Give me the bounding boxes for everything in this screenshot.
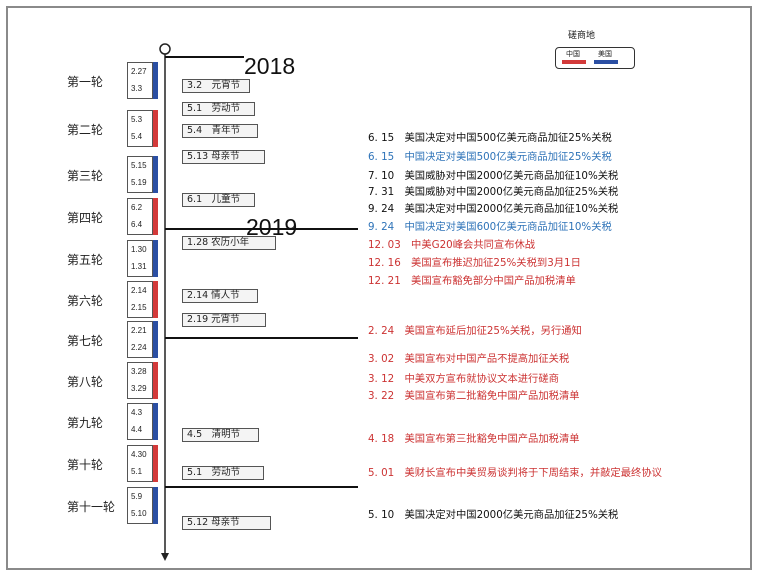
round-date-box: 2.27 3.3 xyxy=(127,62,153,99)
event-item: 3. 02 美国宣布对中国产品不提高加征关税 xyxy=(368,353,570,365)
event-item: 12. 21 美国宣布豁免部分中国产品加税清单 xyxy=(368,275,576,287)
timeline-start-marker xyxy=(159,43,171,55)
host-color-bar-usa xyxy=(153,156,158,193)
event-item: 9. 24 美国决定对中国2000亿美元商品加征10%关税 xyxy=(368,203,619,215)
event-item: 7. 31 美国威胁对中国2000亿美元商品加征25%关税 xyxy=(368,186,619,198)
round-start-date: 2.21 xyxy=(131,326,147,335)
round-date-box: 4.3 4.4 xyxy=(127,403,153,440)
round-label: 第九轮 xyxy=(67,416,104,430)
legend-title: 磋商地 xyxy=(568,31,596,41)
legend-swatch-china xyxy=(562,60,586,64)
round-end-date: 3.3 xyxy=(131,84,143,93)
event-item: 12. 16 美国宣布推迟加征25%关税到3月1日 xyxy=(368,257,581,269)
holiday-tag: 5.13 母亲节 xyxy=(182,150,265,164)
round-label: 第二轮 xyxy=(67,123,104,137)
round-label: 第六轮 xyxy=(67,294,104,308)
round-date-box: 4.30 5.1 xyxy=(127,445,153,482)
event-item: 3. 22 美国宣布第二批豁免中国产品加税清单 xyxy=(368,390,580,402)
holiday-tag: 5.12 母亲节 xyxy=(182,516,271,530)
host-color-bar-china xyxy=(153,198,158,235)
host-color-bar-usa xyxy=(153,240,158,277)
round-date-box: 5.9 5.10 xyxy=(127,487,153,524)
event-item: 2. 24 美国宣布延后加征25%关税，另行通知 xyxy=(368,325,582,337)
round-label: 第十一轮 xyxy=(67,500,116,514)
round-start-date: 4.30 xyxy=(131,450,147,459)
round-date-box: 3.28 3.29 xyxy=(127,362,153,399)
round-end-date: 5.19 xyxy=(131,178,147,187)
host-color-bar-china xyxy=(153,110,158,147)
holiday-tag: 2.19 元宵节 xyxy=(182,313,266,327)
event-item: 7. 10 美国威胁对中国2000亿美元商品加征10%关税 xyxy=(368,170,619,182)
host-color-bar-usa xyxy=(153,321,158,358)
round-start-date: 5.9 xyxy=(131,492,143,501)
round-start-date: 6.2 xyxy=(131,203,143,212)
holiday-tag: 5.1 劳动节 xyxy=(182,102,255,116)
legend-label-china: 中国 xyxy=(566,50,580,58)
holiday-tag: 5.4 青年节 xyxy=(182,124,258,138)
round-end-date: 5.1 xyxy=(131,467,143,476)
host-color-bar-usa xyxy=(153,62,158,99)
timeline-arrow-head xyxy=(161,553,169,561)
round-end-date: 4.4 xyxy=(131,425,143,434)
round-label: 第八轮 xyxy=(67,375,104,389)
round-date-box: 5.3 5.4 xyxy=(127,110,153,147)
round-start-date: 4.3 xyxy=(131,408,143,417)
event-item: 12. 03 中美G20峰会共同宣布休战 xyxy=(368,239,536,251)
holiday-tag: 5.1 劳动节 xyxy=(182,466,264,480)
holiday-tag: 6.1 儿童节 xyxy=(182,193,255,207)
round-start-date: 5.3 xyxy=(131,115,143,124)
host-color-bar-usa xyxy=(153,403,158,440)
event-item: 9. 24 中国决定对美国600亿美元商品加征10%关税 xyxy=(368,221,612,233)
legend-swatch-usa xyxy=(594,60,618,64)
event-item: 3. 12 中美双方宣布就协议文本进行磋商 xyxy=(368,373,559,385)
event-item: 4. 18 美国宣布第三批豁免中国产品加税清单 xyxy=(368,433,580,445)
round-date-box: 1.30 1.31 xyxy=(127,240,153,277)
round-start-date: 3.28 xyxy=(131,367,147,376)
round-end-date: 1.31 xyxy=(131,262,147,271)
round-start-date: 2.27 xyxy=(131,67,147,76)
holiday-tag: 2.14 情人节 xyxy=(182,289,258,303)
host-color-bar-china xyxy=(153,281,158,318)
event-item: 6. 15 中国决定对美国500亿美元商品加征25%关税 xyxy=(368,151,612,163)
legend-box xyxy=(555,47,635,69)
round-label: 第一轮 xyxy=(67,75,104,89)
round-label: 第五轮 xyxy=(67,253,104,267)
round-end-date: 2.24 xyxy=(131,343,147,352)
round-start-date: 5.15 xyxy=(131,161,147,170)
round-end-date: 2.15 xyxy=(131,303,147,312)
round-label: 第四轮 xyxy=(67,211,104,225)
round-date-box: 2.14 2.15 xyxy=(127,281,153,318)
round-date-box: 5.15 5.19 xyxy=(127,156,153,193)
round-date-box: 2.21 2.24 xyxy=(127,321,153,358)
event-item: 5. 10 美国决定对中国2000亿美元商品加征25%关税 xyxy=(368,509,619,521)
round-start-date: 1.30 xyxy=(131,245,147,254)
holiday-tag: 1.28 农历小年 xyxy=(182,236,276,250)
holiday-tag: 3.2 元宵节 xyxy=(182,79,250,93)
round-end-date: 5.10 xyxy=(131,509,147,518)
holiday-tag: 4.5 清明节 xyxy=(182,428,259,442)
round-label: 第十轮 xyxy=(67,458,104,472)
round-label: 第七轮 xyxy=(67,334,104,348)
legend-label-usa: 美国 xyxy=(598,50,612,58)
round-label: 第三轮 xyxy=(67,169,104,183)
event-item: 6. 15 美国决定对中国500亿美元商品加征25%关税 xyxy=(368,132,612,144)
event-item: 5. 01 美财长宣布中美贸易谈判将于下周结束，并敲定最终协议 xyxy=(368,467,662,479)
year-label-2019: 2019 xyxy=(246,214,298,240)
host-color-bar-china xyxy=(153,362,158,399)
host-color-bar-china xyxy=(153,445,158,482)
host-color-bar-usa xyxy=(153,487,158,524)
round-start-date: 2.14 xyxy=(131,286,147,295)
round-end-date: 6.4 xyxy=(131,220,143,229)
round-end-date: 5.4 xyxy=(131,132,143,141)
round-date-box: 6.2 6.4 xyxy=(127,198,153,235)
round-end-date: 3.29 xyxy=(131,384,147,393)
year-label-2018: 2018 xyxy=(244,53,296,79)
